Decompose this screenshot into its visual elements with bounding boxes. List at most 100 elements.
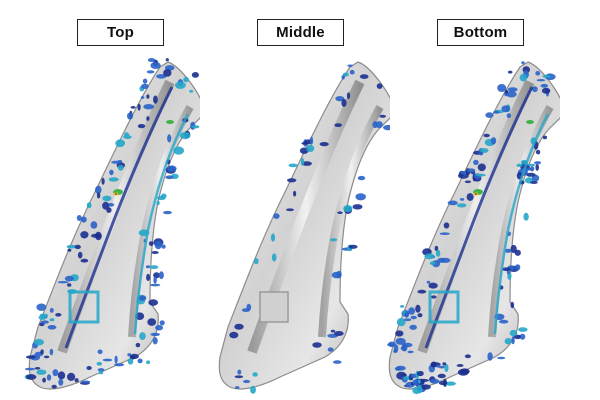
defect-spot	[442, 362, 447, 366]
defect-spot	[430, 361, 437, 368]
defect-spot	[130, 106, 136, 109]
defect-spot	[530, 166, 535, 172]
defect-streak	[493, 113, 550, 335]
defect-spot	[507, 70, 513, 74]
defect-spot	[404, 311, 409, 318]
defect-spot	[139, 332, 146, 340]
defect-spot	[466, 193, 474, 201]
part-body	[388, 61, 560, 390]
defect-spot	[535, 71, 541, 76]
defect-hotspot	[166, 120, 174, 124]
defect-spot	[40, 349, 44, 355]
defect-spot	[135, 342, 141, 348]
defect-spot	[510, 244, 517, 254]
defect-spot	[379, 114, 386, 118]
defect-spot	[430, 378, 440, 384]
defect-spot	[80, 216, 87, 223]
defect-spot	[337, 211, 343, 214]
defect-spot	[532, 86, 538, 93]
defect-spot	[102, 195, 112, 202]
defect-spot	[416, 385, 423, 394]
defect-spot	[439, 232, 450, 235]
defect-spot	[254, 258, 259, 265]
label-middle: Middle	[257, 19, 344, 46]
label-bottom: Bottom	[437, 19, 524, 46]
defect-spot	[234, 323, 244, 330]
defect-pocket	[68, 290, 100, 324]
defect-spot	[301, 161, 312, 166]
defect-spot	[107, 203, 115, 207]
defect-spot	[319, 142, 329, 147]
defect-spot	[39, 313, 48, 318]
defect-spot	[157, 195, 166, 201]
defect-spot	[98, 370, 104, 375]
defect-spot	[111, 160, 122, 164]
defect-spot	[393, 344, 399, 353]
defect-spot	[179, 132, 191, 140]
defect-spot	[475, 173, 486, 177]
defect-spot	[102, 201, 110, 210]
defect-spot	[109, 169, 114, 176]
defect-spot	[159, 320, 165, 326]
defect-spot	[90, 221, 98, 229]
defect-spot	[501, 105, 510, 113]
defect-spot	[306, 144, 315, 152]
defect-spot	[191, 72, 199, 78]
defect-spot	[534, 161, 542, 165]
defect-hotspot	[474, 193, 478, 195]
defect-spot	[273, 213, 280, 219]
defect-spot	[86, 366, 92, 370]
defect-spot	[81, 380, 91, 384]
defect-spot	[153, 276, 157, 284]
defect-spot	[191, 125, 200, 129]
defect-spot	[542, 74, 552, 78]
defect-spot	[127, 353, 132, 357]
defect-spot	[165, 175, 174, 180]
defect-spot	[108, 177, 119, 182]
defect-spot	[348, 244, 358, 249]
defect-overlay	[229, 64, 390, 394]
defect-spot	[527, 163, 536, 167]
defect-spot	[309, 136, 314, 145]
defect-spot	[335, 96, 345, 102]
defect-spot	[142, 78, 148, 84]
defect-spot	[519, 73, 528, 82]
defect-spot	[67, 372, 76, 381]
defect-spot	[515, 264, 521, 271]
defect-hotspot	[114, 193, 118, 195]
defect-spot	[499, 319, 509, 324]
defect-spot	[464, 180, 471, 184]
defect-spot	[102, 358, 113, 362]
defect-spot	[535, 163, 539, 171]
defect-spot	[57, 281, 69, 284]
defect-spot	[26, 374, 37, 380]
defect-spot	[229, 331, 239, 339]
defect-spot	[163, 210, 172, 215]
defect-spot	[66, 244, 77, 249]
part-render-middle	[218, 61, 390, 394]
defect-spot	[154, 240, 162, 250]
defect-spot	[418, 378, 430, 382]
defect-spot	[64, 275, 74, 282]
defect-spot	[408, 307, 415, 315]
defect-overlay	[24, 58, 200, 389]
defect-spot	[33, 338, 45, 346]
defect-spot	[502, 267, 511, 271]
defect-spot	[506, 90, 517, 98]
defect-spot	[333, 360, 342, 364]
defect-spot	[175, 81, 186, 89]
defect-spot	[394, 366, 402, 371]
defect-spot	[516, 163, 523, 167]
defect-spot	[334, 123, 342, 127]
defect-spot	[483, 133, 490, 138]
defect-spot	[417, 370, 424, 377]
defect-spot	[352, 204, 363, 210]
defect-spot	[57, 371, 66, 380]
defect-spot	[237, 369, 242, 375]
defect-spot	[77, 251, 83, 259]
defect-spot	[143, 104, 155, 110]
defect-spot	[521, 61, 525, 65]
defect-spot	[36, 303, 47, 311]
defect-spot	[415, 304, 421, 313]
defect-spot	[49, 307, 54, 313]
